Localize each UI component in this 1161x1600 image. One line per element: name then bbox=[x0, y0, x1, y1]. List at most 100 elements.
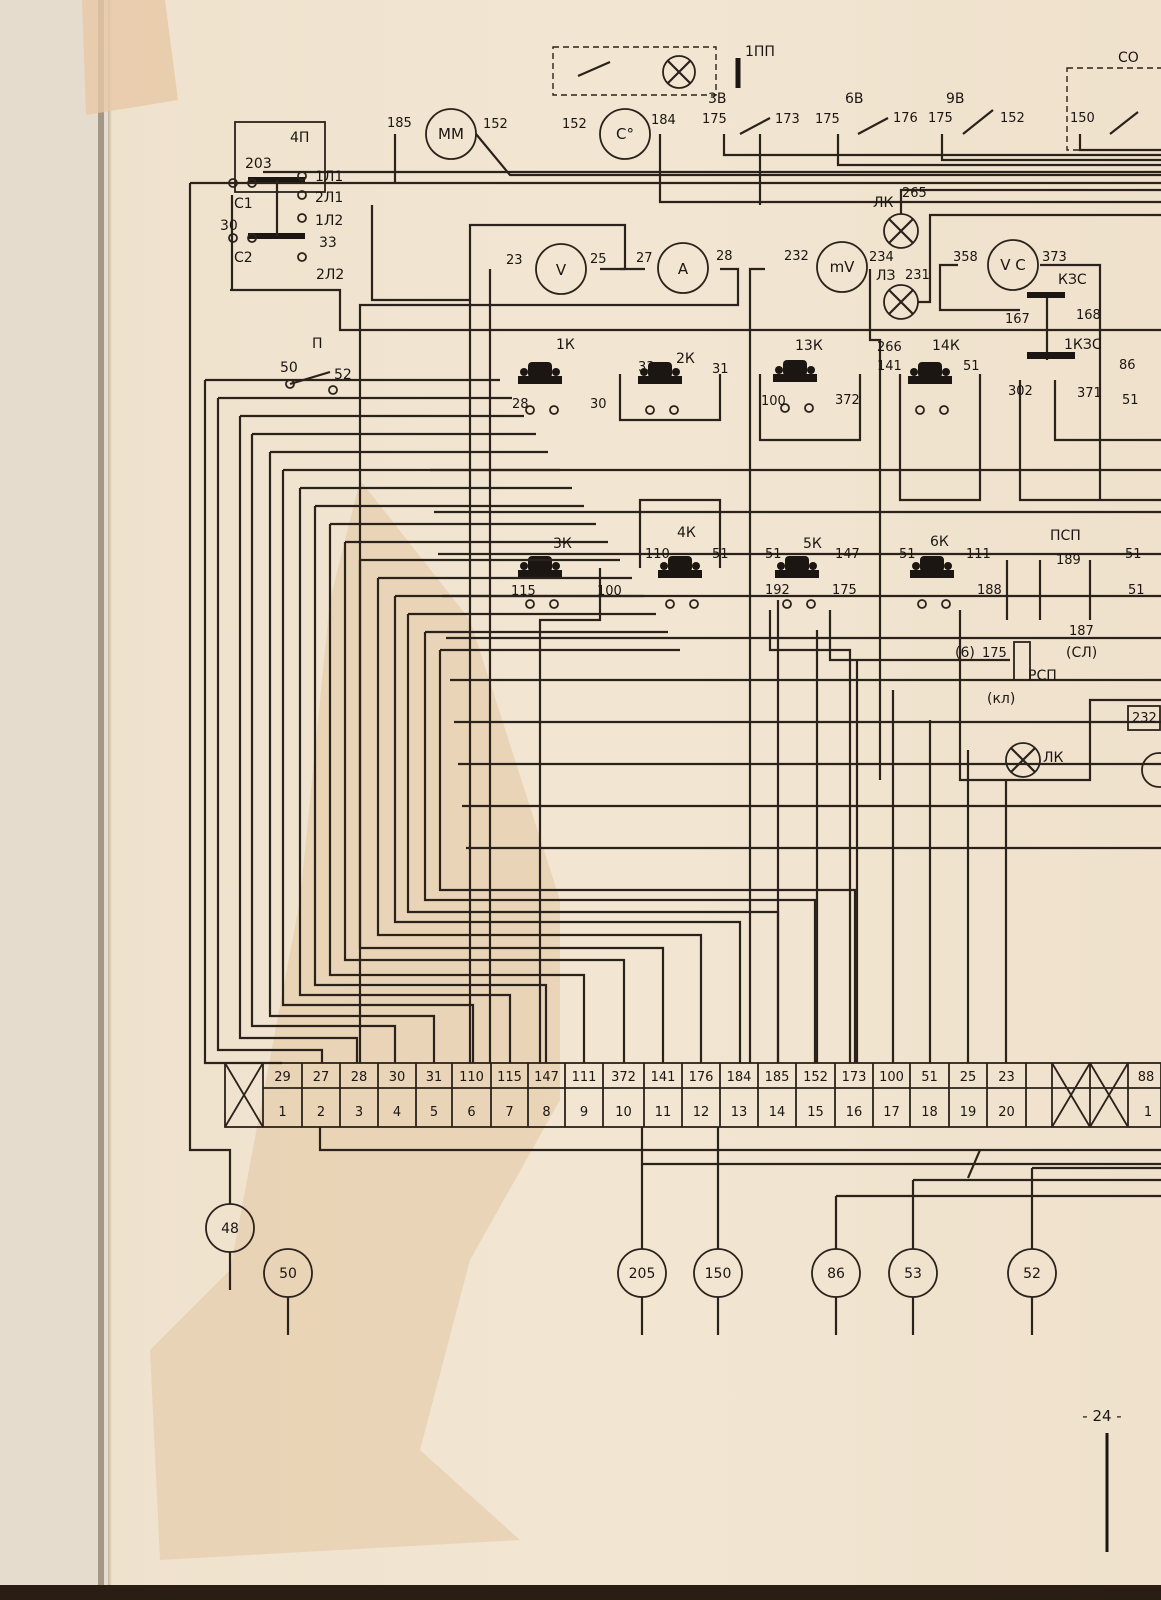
wire-6v-176: 176 bbox=[893, 111, 918, 126]
millivoltmeter: mV bbox=[816, 241, 868, 293]
label-2k: 2К bbox=[676, 351, 695, 367]
label-4k: 4К bbox=[677, 525, 696, 541]
wire-51-right: 51 bbox=[1122, 393, 1139, 408]
wire-6k-188: 188 bbox=[977, 583, 1002, 598]
terminal-wire-number: 111 bbox=[572, 1070, 597, 1085]
temperature-gauge: С° bbox=[599, 108, 651, 160]
lamp-lk bbox=[883, 213, 919, 249]
terminal-wire-number: 28 bbox=[351, 1070, 368, 1085]
voltage-temp-gauge: V С bbox=[987, 239, 1039, 291]
terminal-position-number: 13 bbox=[731, 1105, 748, 1120]
connector-205: 205 bbox=[617, 1248, 667, 1335]
label-3k: 3К bbox=[553, 536, 572, 552]
connector-50: 50 bbox=[263, 1248, 313, 1335]
wire-mv-232: 232 bbox=[784, 249, 809, 264]
terminal-position-number: 10 bbox=[615, 1105, 632, 1120]
bottom-edge bbox=[0, 1585, 1161, 1600]
wire-5k-147: 147 bbox=[835, 547, 860, 562]
label-1l2: 1Л2 bbox=[315, 213, 343, 229]
wire-co-150: 150 bbox=[1070, 111, 1095, 126]
push-button-module bbox=[775, 556, 819, 609]
push-button-module bbox=[773, 360, 817, 413]
millivoltmeter-label: mV bbox=[830, 258, 856, 276]
terminal-position-number: 4 bbox=[393, 1105, 401, 1120]
wire-373: 373 bbox=[1042, 250, 1067, 265]
terminal-position-number: 20 bbox=[998, 1105, 1015, 1120]
label-s2: С2 bbox=[234, 250, 253, 266]
wire-6k-111: 111 bbox=[966, 547, 991, 562]
label-s1: С1 bbox=[234, 196, 253, 212]
voltmeter: V bbox=[535, 243, 587, 295]
push-button-module bbox=[910, 556, 954, 609]
terminal-block-frame bbox=[224, 1062, 1161, 1128]
connector-52: 52 bbox=[1007, 1248, 1057, 1335]
wire-167: 167 bbox=[1005, 312, 1030, 327]
terminal-wire-number: 31 bbox=[426, 1070, 443, 1085]
terminal-position-number: 16 bbox=[846, 1105, 863, 1120]
terminal-wire-number: 110 bbox=[459, 1070, 484, 1085]
voltmeter-label: V bbox=[556, 261, 567, 279]
label-3v: 3В bbox=[708, 91, 727, 107]
wire-5k-175: 175 bbox=[832, 583, 857, 598]
terminal-position-number: 1 bbox=[1144, 1105, 1152, 1120]
label-203: 203 bbox=[245, 156, 272, 172]
terminal-wire-number: 100 bbox=[879, 1070, 904, 1085]
terminal-position-number: 5 bbox=[430, 1105, 438, 1120]
label-33: 33 bbox=[319, 235, 337, 251]
wire-bundle bbox=[188, 133, 1161, 1249]
wire-3k-115: 115 bbox=[511, 584, 536, 599]
label-6k: 6К bbox=[930, 534, 949, 550]
push-button-module bbox=[518, 556, 562, 609]
wire-168: 168 bbox=[1076, 308, 1101, 323]
terminal-position-number: 14 bbox=[769, 1105, 786, 1120]
terminal-position-number: 8 bbox=[542, 1105, 550, 1120]
label-co: СО bbox=[1118, 50, 1139, 66]
wire-152-a: 152 bbox=[483, 117, 508, 132]
label-13k: 13К bbox=[795, 338, 823, 354]
label-p: П bbox=[312, 336, 323, 352]
terminal-wire-number: 115 bbox=[497, 1070, 522, 1085]
terminal-wire-number: 25 bbox=[960, 1070, 977, 1085]
temperature-gauge-label: С° bbox=[616, 125, 634, 143]
svg-text:150: 150 bbox=[705, 1266, 732, 1282]
wire-6k-51: 51 bbox=[899, 547, 916, 562]
terminal-position-number: 6 bbox=[467, 1105, 475, 1120]
wire-51-right-b: 51 bbox=[1125, 547, 1142, 562]
label-rsp: РСП bbox=[1028, 668, 1057, 684]
label-p50: 50 bbox=[280, 360, 298, 376]
svg-text:48: 48 bbox=[221, 1221, 239, 1237]
wire-2k-31: 31 bbox=[712, 362, 729, 377]
left-page-strip bbox=[0, 0, 108, 1600]
wire-189: 189 bbox=[1056, 553, 1081, 568]
terminal-wire-number: 141 bbox=[651, 1070, 676, 1085]
label-4p: 4П bbox=[290, 130, 309, 146]
connector-150: 150 bbox=[693, 1248, 743, 1335]
wire-9v-175: 175 bbox=[928, 111, 953, 126]
label-p52: 52 bbox=[334, 367, 352, 383]
terminal-wire-number: 30 bbox=[389, 1070, 406, 1085]
wire-5k-192: 192 bbox=[765, 583, 790, 598]
wire-371: 371 bbox=[1077, 386, 1102, 401]
wire-51-right-c: 51 bbox=[1128, 583, 1145, 598]
terminal-position-number: 17 bbox=[883, 1105, 900, 1120]
terminal-wire-number: 147 bbox=[534, 1070, 559, 1085]
wire-231: 231 bbox=[905, 268, 930, 283]
wire-265: 265 bbox=[902, 186, 927, 201]
label-lk-lower: ЛК bbox=[1043, 750, 1064, 766]
1pp-dashed-box bbox=[552, 46, 717, 96]
push-button-module bbox=[908, 362, 952, 415]
lamp-lk-lower bbox=[1005, 742, 1041, 778]
label-2l1: 2Л1 bbox=[315, 190, 343, 206]
wire-187: 187 bbox=[1069, 624, 1094, 639]
wire-3v-175: 175 bbox=[702, 112, 727, 127]
wire-5k-51: 51 bbox=[765, 547, 782, 562]
label-1l1: 1Л1 bbox=[315, 169, 343, 185]
lamp-1pp bbox=[662, 55, 696, 89]
svg-text:205: 205 bbox=[629, 1266, 656, 1282]
terminal-position-number: 1 bbox=[278, 1105, 286, 1120]
wire-302: 302 bbox=[1008, 384, 1033, 399]
terminal-position-number: 7 bbox=[505, 1105, 513, 1120]
wire-266: 266 bbox=[877, 340, 902, 355]
